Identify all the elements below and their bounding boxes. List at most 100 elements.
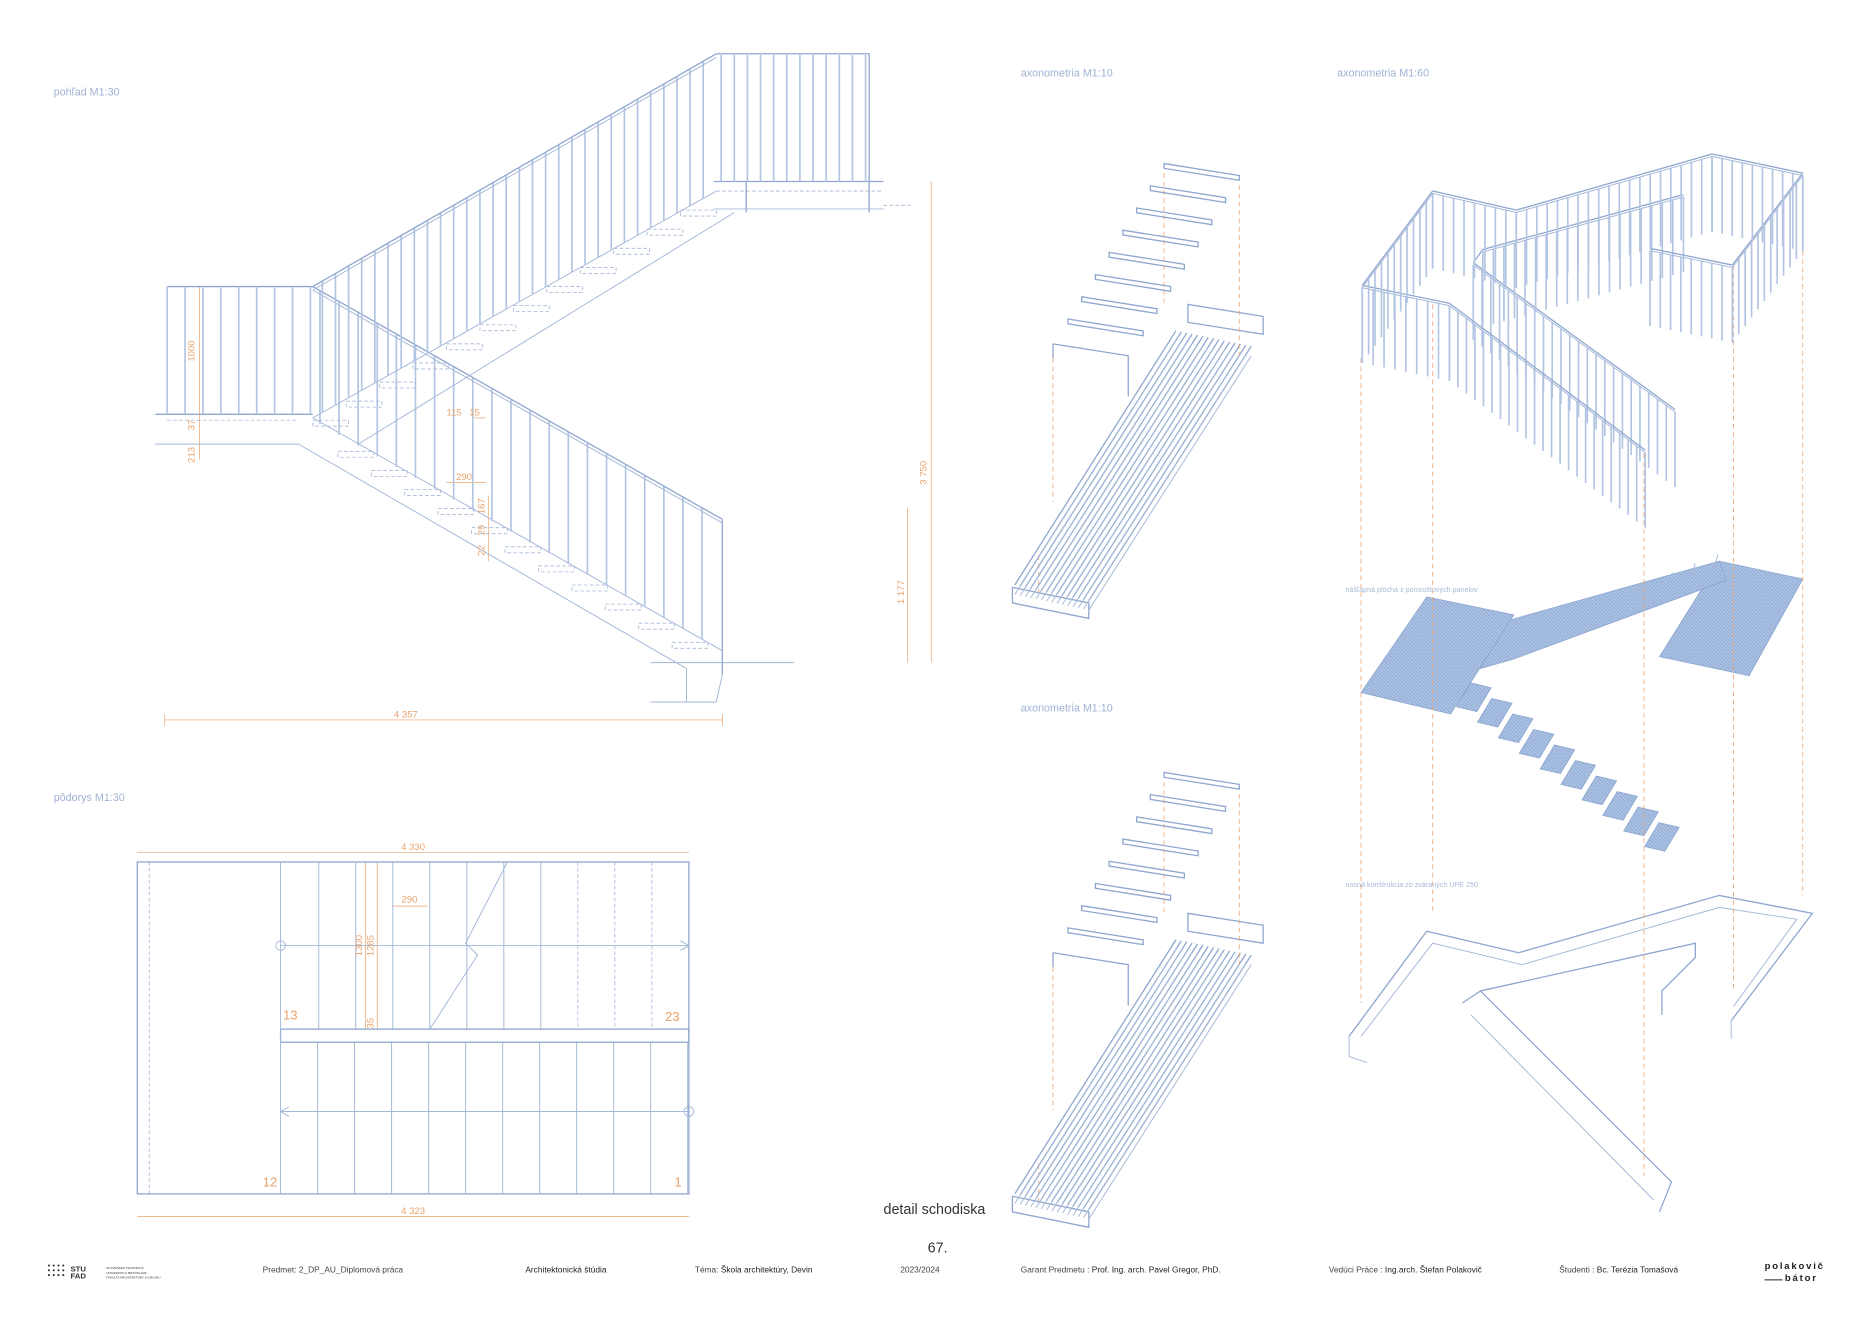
handrail [1649,250,1733,268]
logo-dot [47,1269,51,1272]
handrail [1649,247,1733,266]
dim-plan-290: 290 [402,895,418,906]
grating-bar [1083,963,1247,1219]
tread [646,228,684,236]
structure-beam [1360,906,1798,1037]
grating-bar [1056,348,1220,604]
tread-angle [1052,343,1129,397]
footer-subject: Predmet: 2_DP_AU_Diplomová práca [263,1265,404,1275]
dim-plan-35: 35 [366,1018,377,1029]
tread-plate [1067,927,1144,946]
dim-290: 290 [456,472,472,483]
tread-plate [1081,904,1158,924]
handrail [1362,284,1450,304]
upper-bracket [1187,303,1264,336]
lower-bracket [1011,1195,1090,1229]
tread-plate [1122,838,1199,857]
sheet-title: detail schodiska [883,1202,985,1218]
grating-bar [1067,959,1231,1215]
logo-dot [47,1264,51,1267]
footer-students-label: Študenti : [1559,1265,1597,1275]
grating-bar [1030,343,1193,599]
footer-year: 2023/2024 [900,1265,940,1275]
tread-plate [1108,251,1186,270]
dim-plan-top: 4 330 [401,842,425,853]
handrail [1711,155,1803,176]
grating-bar [1040,345,1204,601]
logo-dot [47,1274,51,1277]
axo-bottom-view-label: axonometria M1:10 [1021,703,1113,715]
tread [671,641,709,649]
tread-plate [1149,185,1227,204]
dim-height-lower: 1 177 [896,580,907,604]
brand-logo-top: polakovič [1765,1261,1825,1272]
tread-plate [1163,162,1240,182]
grating-bar [1030,952,1193,1208]
grating-bar [1014,948,1177,1204]
dim-plan-bottom: 4 323 [401,1206,425,1217]
tread-plate [1094,882,1172,901]
tread-plate [1094,273,1172,293]
handrail [1362,287,1450,307]
handrail [1432,190,1517,211]
handrail [1516,155,1713,213]
tread [579,267,617,274]
stringer [357,212,735,445]
tread-grating [1455,682,1492,712]
footer-guarantor: Garant Predmetu : Prof. Ing. arch. Pavel… [1021,1265,1221,1275]
grating-bar [1083,354,1247,610]
tread [412,362,450,370]
tread-plate [1122,229,1199,248]
footer-theme-label: Téma: [695,1265,721,1275]
grating-bar [1051,956,1215,1212]
structure-annotation: nosná konštrukcia zo zváraných UPE 250 [1346,881,1478,889]
tread-plate [1163,771,1240,790]
logo-dot [52,1269,55,1272]
tread-grating [1518,729,1555,759]
structure-beam [1470,1014,1654,1201]
dim-below: 213 [187,447,198,463]
lower-bracket [1011,586,1090,620]
handrail [312,285,723,520]
tread-plate [1149,793,1227,813]
tread [613,247,650,255]
tread [546,286,584,293]
grating-bar [1067,351,1231,606]
tread-grating [1497,713,1534,744]
tread-plate [1108,860,1186,879]
grating-bar [1035,344,1198,600]
grating-bar [1056,957,1220,1213]
axo-top-view-label: axonometria M1:10 [1021,67,1113,79]
tread [345,400,383,408]
dim-15: 15 [469,407,480,418]
tread [538,565,575,573]
tread-plate [1135,207,1213,226]
handrail [1472,264,1676,413]
handrail [1731,172,1804,266]
handrail [1361,193,1434,289]
logo-dot [52,1274,55,1277]
logo-dot [57,1269,60,1272]
dim-slab: 37 [187,420,198,431]
tread-angle [1052,952,1129,1006]
tread [437,508,475,515]
tread-grating [1539,744,1576,775]
tread [479,324,517,332]
tread [638,622,675,630]
grating-bar [1035,953,1198,1209]
stringer [298,443,687,669]
tread [604,603,642,611]
tread [370,469,408,477]
logo-dot [57,1264,60,1267]
landing-grating [1360,596,1515,715]
tread-grating [1644,822,1680,852]
footer-guarantor-value: Prof. Ing. arch. Pavel Gregor, PhD. [1092,1265,1221,1275]
logo-line-3: FAKULTA ARCHITEKTÚRY A DIZAJNU [106,1276,160,1280]
grating-bar [1072,352,1236,608]
axo-overall-view-label: axonometria M1:60 [1337,67,1429,79]
grating-bar [1024,951,1188,1206]
tread [312,419,350,427]
structure-beam [1462,990,1673,1213]
tread-grating [1581,775,1618,806]
